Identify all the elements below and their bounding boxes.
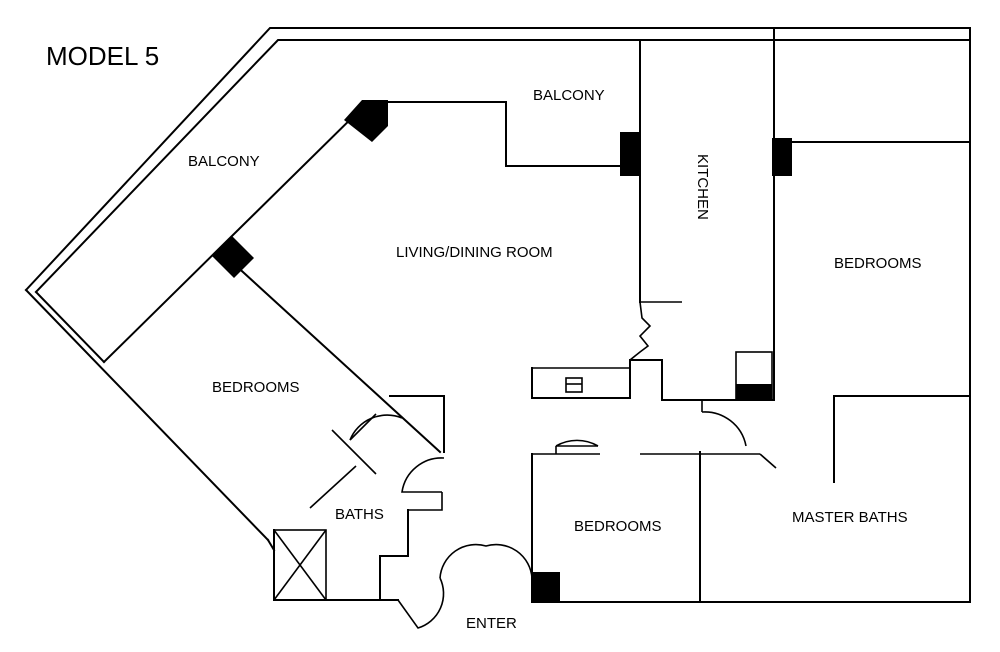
- label-bedrooms-right: BEDROOMS: [834, 255, 922, 272]
- room-labels: BALCONY BALCONY KITCHEN LIVING/DINING RO…: [188, 87, 922, 632]
- label-balcony-left: BALCONY: [188, 153, 260, 170]
- label-master-baths: MASTER BATHS: [792, 509, 908, 526]
- label-living-dining: LIVING/DINING ROOM: [396, 244, 553, 261]
- label-enter: ENTER: [466, 615, 517, 632]
- columns: [212, 100, 792, 602]
- label-balcony-top: BALCONY: [533, 87, 605, 104]
- interior-walls: [102, 27, 971, 603]
- label-kitchen: KITCHEN: [694, 154, 711, 220]
- label-baths: BATHS: [335, 506, 384, 523]
- exterior-walls: [24, 27, 971, 603]
- door-swings: [349, 400, 747, 629]
- plan-title: MODEL 5: [46, 41, 159, 71]
- label-bedrooms-left: BEDROOMS: [212, 379, 300, 396]
- label-bedrooms-center: BEDROOMS: [574, 518, 662, 535]
